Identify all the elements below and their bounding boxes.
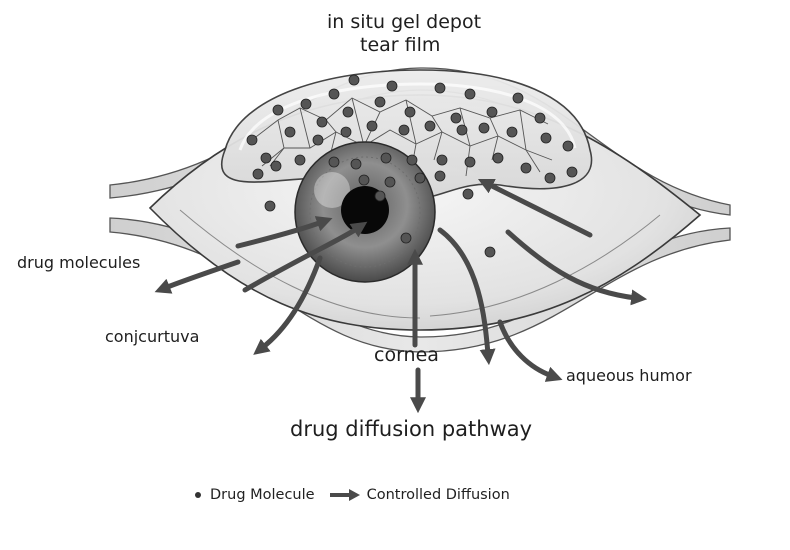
diffusion-arrow bbox=[242, 221, 368, 293]
drug-molecule bbox=[406, 154, 418, 166]
drug-molecule bbox=[374, 96, 386, 108]
drug-molecule bbox=[348, 74, 360, 86]
drug-molecule bbox=[484, 246, 496, 258]
drug-molecule bbox=[414, 172, 426, 184]
label-tear-film: tear film bbox=[360, 34, 441, 56]
label-gel-depot: in situ gel depot bbox=[327, 11, 482, 33]
drug-molecule bbox=[358, 174, 370, 186]
diffusion-arrow bbox=[154, 259, 241, 294]
drug-molecule bbox=[540, 132, 552, 144]
drug-molecule-cluster bbox=[246, 74, 578, 258]
drug-molecule bbox=[246, 134, 258, 146]
drug-molecule bbox=[544, 172, 556, 184]
drug-molecule bbox=[260, 152, 272, 164]
diffusion-arrow bbox=[253, 255, 323, 355]
drug-molecule bbox=[404, 106, 416, 118]
drug-molecule bbox=[366, 120, 378, 132]
drug-molecule bbox=[566, 166, 578, 178]
label-cornea: cornea bbox=[374, 344, 439, 366]
drug-molecule bbox=[462, 188, 474, 200]
drug-molecule bbox=[374, 190, 386, 202]
drug-molecule bbox=[350, 158, 362, 170]
drug-molecule bbox=[478, 122, 490, 134]
diffusion-arrow bbox=[497, 319, 563, 382]
drug-molecule bbox=[436, 154, 448, 166]
drug-molecule bbox=[316, 116, 328, 128]
label-drug-molecules: drug molecules bbox=[17, 253, 141, 272]
diffusion-arrow bbox=[437, 227, 496, 366]
drug-molecule bbox=[252, 168, 264, 180]
drug-molecule bbox=[450, 112, 462, 124]
drug-molecule bbox=[400, 232, 412, 244]
diffusion-arrow bbox=[505, 229, 648, 306]
legend-drug-molecule: Drug Molecule bbox=[210, 487, 315, 503]
drug-molecule bbox=[512, 92, 524, 104]
label-conjunctiva: conjcurtuva bbox=[105, 327, 200, 346]
drug-molecule bbox=[380, 152, 392, 164]
drug-molecule bbox=[506, 126, 518, 138]
arrow-legend-icon bbox=[329, 489, 360, 501]
label-aqueous-humor: aqueous humor bbox=[566, 366, 692, 385]
label-diffusion-pathway: drug diffusion pathway bbox=[290, 417, 533, 441]
drug-molecule bbox=[300, 98, 312, 110]
drug-molecule bbox=[520, 162, 532, 174]
drug-molecule bbox=[284, 126, 296, 138]
drug-molecule bbox=[294, 154, 306, 166]
legend-controlled-diffusion: Controlled Diffusion bbox=[366, 487, 510, 503]
drug-molecule bbox=[434, 170, 446, 182]
drug-molecule bbox=[492, 152, 504, 164]
drug-molecule bbox=[434, 82, 446, 94]
drug-molecule bbox=[464, 156, 476, 168]
legend: Drug Molecule Controlled Diffusion bbox=[195, 484, 510, 506]
drug-molecule bbox=[312, 134, 324, 146]
drug-molecule bbox=[486, 106, 498, 118]
drug-molecule bbox=[398, 124, 410, 136]
drug-molecule bbox=[342, 106, 354, 118]
drug-molecule bbox=[386, 80, 398, 92]
drug-molecule bbox=[340, 126, 352, 138]
drug-molecule bbox=[456, 124, 468, 136]
drug-molecule bbox=[264, 200, 276, 212]
drug-molecule bbox=[562, 140, 574, 152]
drug-molecule bbox=[464, 88, 476, 100]
diffusion-arrow bbox=[235, 216, 333, 249]
controlled-diffusion-arrows bbox=[154, 178, 648, 414]
diffusion-arrow bbox=[477, 178, 593, 238]
drug-molecule-legend-icon bbox=[195, 492, 201, 498]
drug-molecule bbox=[270, 160, 282, 172]
drug-molecule bbox=[534, 112, 546, 124]
drug-molecule bbox=[272, 104, 284, 116]
drug-molecule bbox=[384, 176, 396, 188]
drug-molecule bbox=[328, 88, 340, 100]
drug-molecule bbox=[424, 120, 436, 132]
drug-molecule bbox=[328, 156, 340, 168]
